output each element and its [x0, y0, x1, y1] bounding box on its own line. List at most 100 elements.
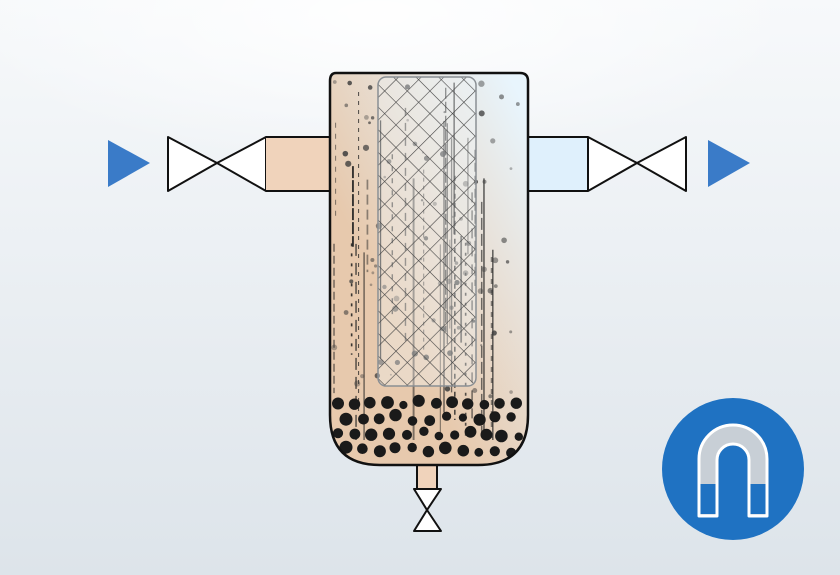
- gate-valve-icon: [167, 136, 267, 192]
- particle: [344, 103, 349, 108]
- particle: [505, 260, 510, 264]
- sediment-particle: [446, 396, 458, 409]
- sediment-particle: [473, 413, 486, 426]
- sediment-deposit: [332, 394, 523, 458]
- particle: [480, 344, 483, 347]
- sediment-particle: [357, 443, 368, 455]
- sediment-particle: [424, 415, 436, 426]
- sediment-particle: [348, 398, 361, 410]
- particle: [481, 266, 487, 273]
- particle: [354, 380, 361, 387]
- sediment-particle: [506, 412, 516, 422]
- particle: [499, 94, 505, 100]
- sediment-particle: [457, 444, 470, 457]
- particle: [509, 390, 513, 394]
- sediment-particle: [464, 425, 477, 438]
- sediment-particle: [489, 411, 501, 423]
- sediment-particle: [422, 445, 435, 458]
- particle: [472, 388, 478, 394]
- sediment-particle: [373, 413, 385, 425]
- sediment-particle: [489, 446, 500, 457]
- sediment-particle: [458, 413, 467, 422]
- particle: [345, 160, 352, 167]
- particle: [331, 344, 338, 351]
- mesh-filter-icon: [377, 76, 477, 387]
- sediment-particle: [442, 411, 452, 421]
- sediment-particle: [434, 431, 444, 441]
- sediment-particle: [514, 432, 523, 441]
- horseshoe-magnet-icon: [662, 398, 804, 540]
- sediment-particle: [399, 400, 408, 410]
- particle: [515, 102, 520, 106]
- particle: [444, 386, 451, 392]
- sediment-particle: [419, 426, 429, 436]
- particle: [490, 138, 496, 144]
- particle: [362, 144, 370, 151]
- particle: [349, 279, 354, 284]
- filter-housing: [328, 71, 530, 467]
- particle: [477, 288, 484, 294]
- sediment-particle: [479, 399, 490, 410]
- sediment-particle: [439, 441, 452, 455]
- particle: [370, 257, 375, 262]
- particle: [491, 330, 497, 336]
- particle: [371, 271, 375, 275]
- particle: [364, 114, 369, 120]
- drain-valve-icon: [413, 488, 442, 532]
- sediment-particle: [332, 428, 344, 439]
- sediment-particle: [407, 416, 418, 426]
- particle: [343, 310, 349, 315]
- particle: [478, 80, 485, 87]
- particle: [374, 264, 378, 268]
- sediment-particle: [462, 398, 474, 410]
- particle: [367, 85, 373, 90]
- sediment-particle: [474, 447, 484, 457]
- sediment-particle: [339, 440, 353, 454]
- gate-valve-icon: [587, 136, 687, 192]
- sediment-particle: [389, 442, 401, 454]
- sediment-particle: [389, 408, 402, 422]
- particle: [360, 374, 365, 379]
- sediment-particle: [407, 442, 417, 453]
- particle: [493, 284, 498, 289]
- housing-outline: [328, 71, 530, 467]
- outlet-pipe: [526, 136, 588, 192]
- sediment-particle: [339, 412, 353, 426]
- flow-arrow-right-icon: [708, 140, 750, 187]
- sediment-particle: [402, 429, 412, 440]
- particle: [487, 287, 494, 294]
- particle: [509, 167, 513, 171]
- flow-arrow-right-icon: [108, 140, 150, 187]
- sediment-particle: [494, 398, 505, 409]
- particle: [482, 179, 487, 184]
- sediment-particle: [431, 397, 442, 409]
- inlet-pipe: [266, 136, 332, 192]
- sediment-particle: [510, 397, 522, 409]
- particle: [347, 80, 352, 86]
- sediment-particle: [450, 430, 460, 440]
- particle: [478, 110, 485, 117]
- particle: [368, 121, 371, 125]
- sediment-particle: [349, 428, 361, 440]
- particle: [509, 330, 513, 334]
- particle: [369, 283, 373, 287]
- sediment-particle: [332, 397, 344, 410]
- sediment-particle: [382, 427, 396, 440]
- sediment-particle: [364, 396, 376, 409]
- sediment-particle: [365, 428, 378, 441]
- particle: [370, 116, 375, 120]
- particle: [501, 237, 507, 244]
- sediment-particle: [381, 396, 394, 409]
- particle: [492, 257, 499, 264]
- sediment-particle: [495, 429, 508, 443]
- sediment-particle: [412, 394, 425, 407]
- particle: [488, 394, 493, 399]
- particle: [342, 150, 349, 157]
- sediment-particle: [358, 413, 369, 425]
- sediment-particle: [480, 428, 493, 441]
- drain-pipe: [416, 462, 438, 490]
- particle: [332, 80, 337, 84]
- sediment-particle: [373, 445, 386, 458]
